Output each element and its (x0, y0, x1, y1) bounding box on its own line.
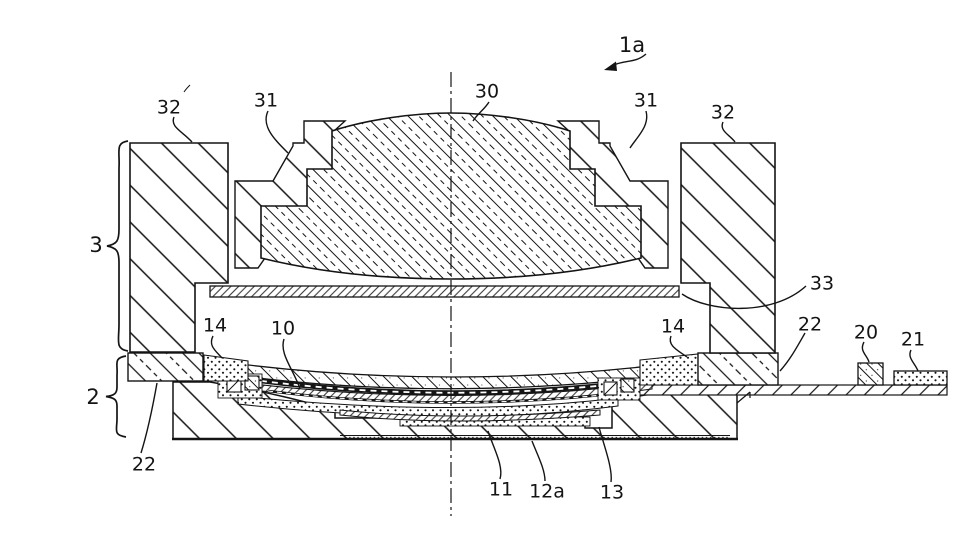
label-32-left: 32 (157, 97, 181, 119)
leader-31-right (629, 110, 648, 149)
label-31-left: 31 (254, 90, 278, 112)
leader-32-right (721, 121, 736, 143)
leader-11 (487, 430, 502, 480)
fpc-strip (609, 384, 948, 396)
leader-21 (909, 349, 919, 372)
leader-14-left (210, 335, 223, 359)
component-21 (893, 370, 948, 386)
bond-pad-right-b (620, 378, 635, 393)
arrow-1a-tail (613, 53, 647, 66)
housing-wall-32-left (129, 142, 229, 353)
label-22-left: 22 (132, 454, 156, 476)
leader-13 (598, 426, 612, 483)
leader-lines (140, 53, 919, 483)
label-32-right: 32 (711, 102, 735, 124)
label-30: 30 (475, 81, 499, 103)
electrode-band-lower-dashes (267, 390, 639, 404)
ir-filter-33 (209, 285, 680, 298)
leader-31-left (265, 110, 289, 154)
leader-22-right (779, 332, 806, 372)
label-33: 33 (810, 273, 834, 295)
label-2: 2 (86, 385, 99, 409)
artifact-tick (183, 84, 191, 93)
leader-20 (861, 341, 870, 363)
adhesive-14-left (203, 354, 249, 382)
housing-wall-32-right (680, 142, 776, 354)
leader-30 (472, 101, 490, 122)
label-14-right: 14 (661, 316, 685, 338)
label-11: 11 (489, 479, 513, 501)
sensor-chip-band-dashes (249, 378, 656, 394)
brace-2 (105, 355, 127, 438)
label-1a: 1a (619, 33, 645, 57)
label-10: 10 (271, 318, 295, 340)
component-20 (857, 362, 884, 386)
label-31-right: 31 (634, 90, 658, 112)
label-12a: 12a (529, 481, 565, 503)
label-21: 21 (901, 329, 925, 351)
base-chamfer-notch (736, 391, 751, 404)
label-14-left: 14 (203, 315, 227, 337)
leader-14-right (669, 335, 688, 358)
adhesive-14-right (639, 353, 699, 386)
brace-3 (106, 140, 129, 352)
label-20: 20 (854, 322, 878, 344)
adhesive-22-left (127, 352, 204, 382)
leader-12a (531, 440, 546, 482)
thin-plate-11 (339, 409, 601, 422)
bond-pad-right-a-facet (603, 381, 618, 396)
leader-22-left (140, 382, 158, 454)
arrow-1a-head (604, 61, 617, 71)
label-3: 3 (89, 233, 102, 257)
leader-32-left (172, 116, 193, 143)
adhesive-22-right (697, 352, 779, 386)
leader-10 (282, 338, 301, 390)
leader-33 (681, 285, 807, 310)
label-22-right: 22 (798, 314, 822, 336)
label-13: 13 (600, 482, 624, 504)
